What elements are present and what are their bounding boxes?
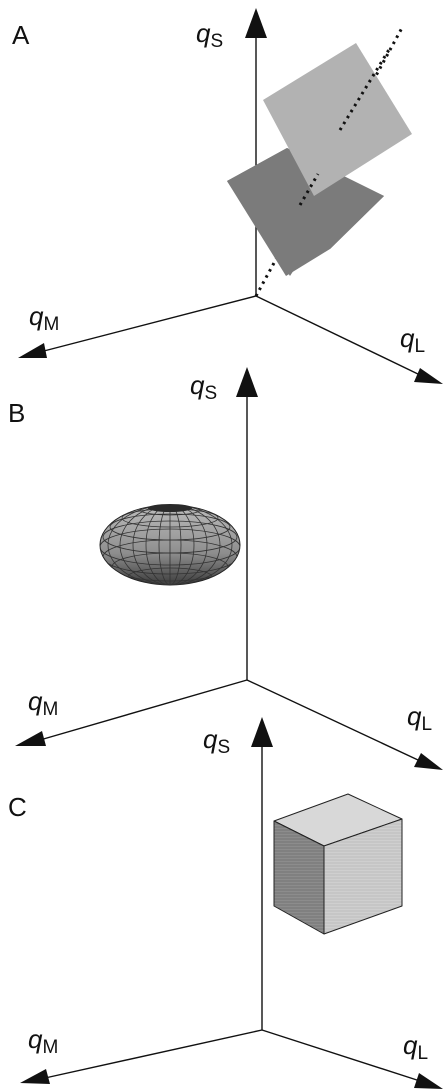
axis-label-s: qS	[196, 18, 223, 52]
axis-m-line	[44, 1029, 263, 1079]
cube-front-face	[323, 818, 403, 935]
panel-c: C qS qM qL	[8, 717, 443, 1089]
axis-m-arrow-icon	[20, 1069, 50, 1084]
axis-s-arrow-icon	[236, 367, 258, 397]
axis-label-s: qS	[190, 370, 217, 404]
axis-m-arrow-icon	[15, 731, 46, 746]
axis-label-l: qL	[400, 323, 425, 357]
axis-l-arrow-icon	[414, 1073, 443, 1089]
light-square	[263, 43, 412, 196]
axis-m-arrow-icon	[18, 343, 47, 358]
axes-a	[18, 8, 443, 384]
panel-b: B qS qM qL	[8, 367, 443, 770]
axes-c	[20, 717, 443, 1089]
axis-l-line	[255, 295, 421, 376]
panel-a: A qS qM qL	[12, 8, 443, 384]
axis-label-s: qS	[203, 724, 230, 758]
panel-letter-c: C	[8, 792, 27, 822]
axis-label-l: qL	[403, 1030, 428, 1064]
panel-letter-a: A	[12, 20, 30, 50]
axis-label-m: qM	[28, 686, 58, 720]
axis-m-line	[39, 679, 248, 741]
axis-s-arrow-icon	[251, 717, 273, 747]
axis-s-arrow-icon	[245, 8, 267, 38]
axis-label-m: qM	[28, 1024, 58, 1058]
axis-m-line	[39, 295, 257, 353]
axis-l-line	[261, 1029, 421, 1082]
axis-label-l: qL	[407, 701, 432, 735]
axis-label-m: qM	[29, 301, 59, 335]
axis-l-arrow-icon	[414, 368, 443, 384]
cube	[273, 793, 403, 935]
axes-b	[15, 367, 443, 770]
axis-l-line	[246, 679, 419, 761]
panel-letter-b: B	[8, 398, 25, 428]
axis-l-arrow-icon	[414, 753, 443, 770]
ellipsoid	[99, 504, 241, 586]
dotted-line-front-dark	[298, 173, 320, 206]
dotted-line-front-light	[338, 47, 392, 131]
